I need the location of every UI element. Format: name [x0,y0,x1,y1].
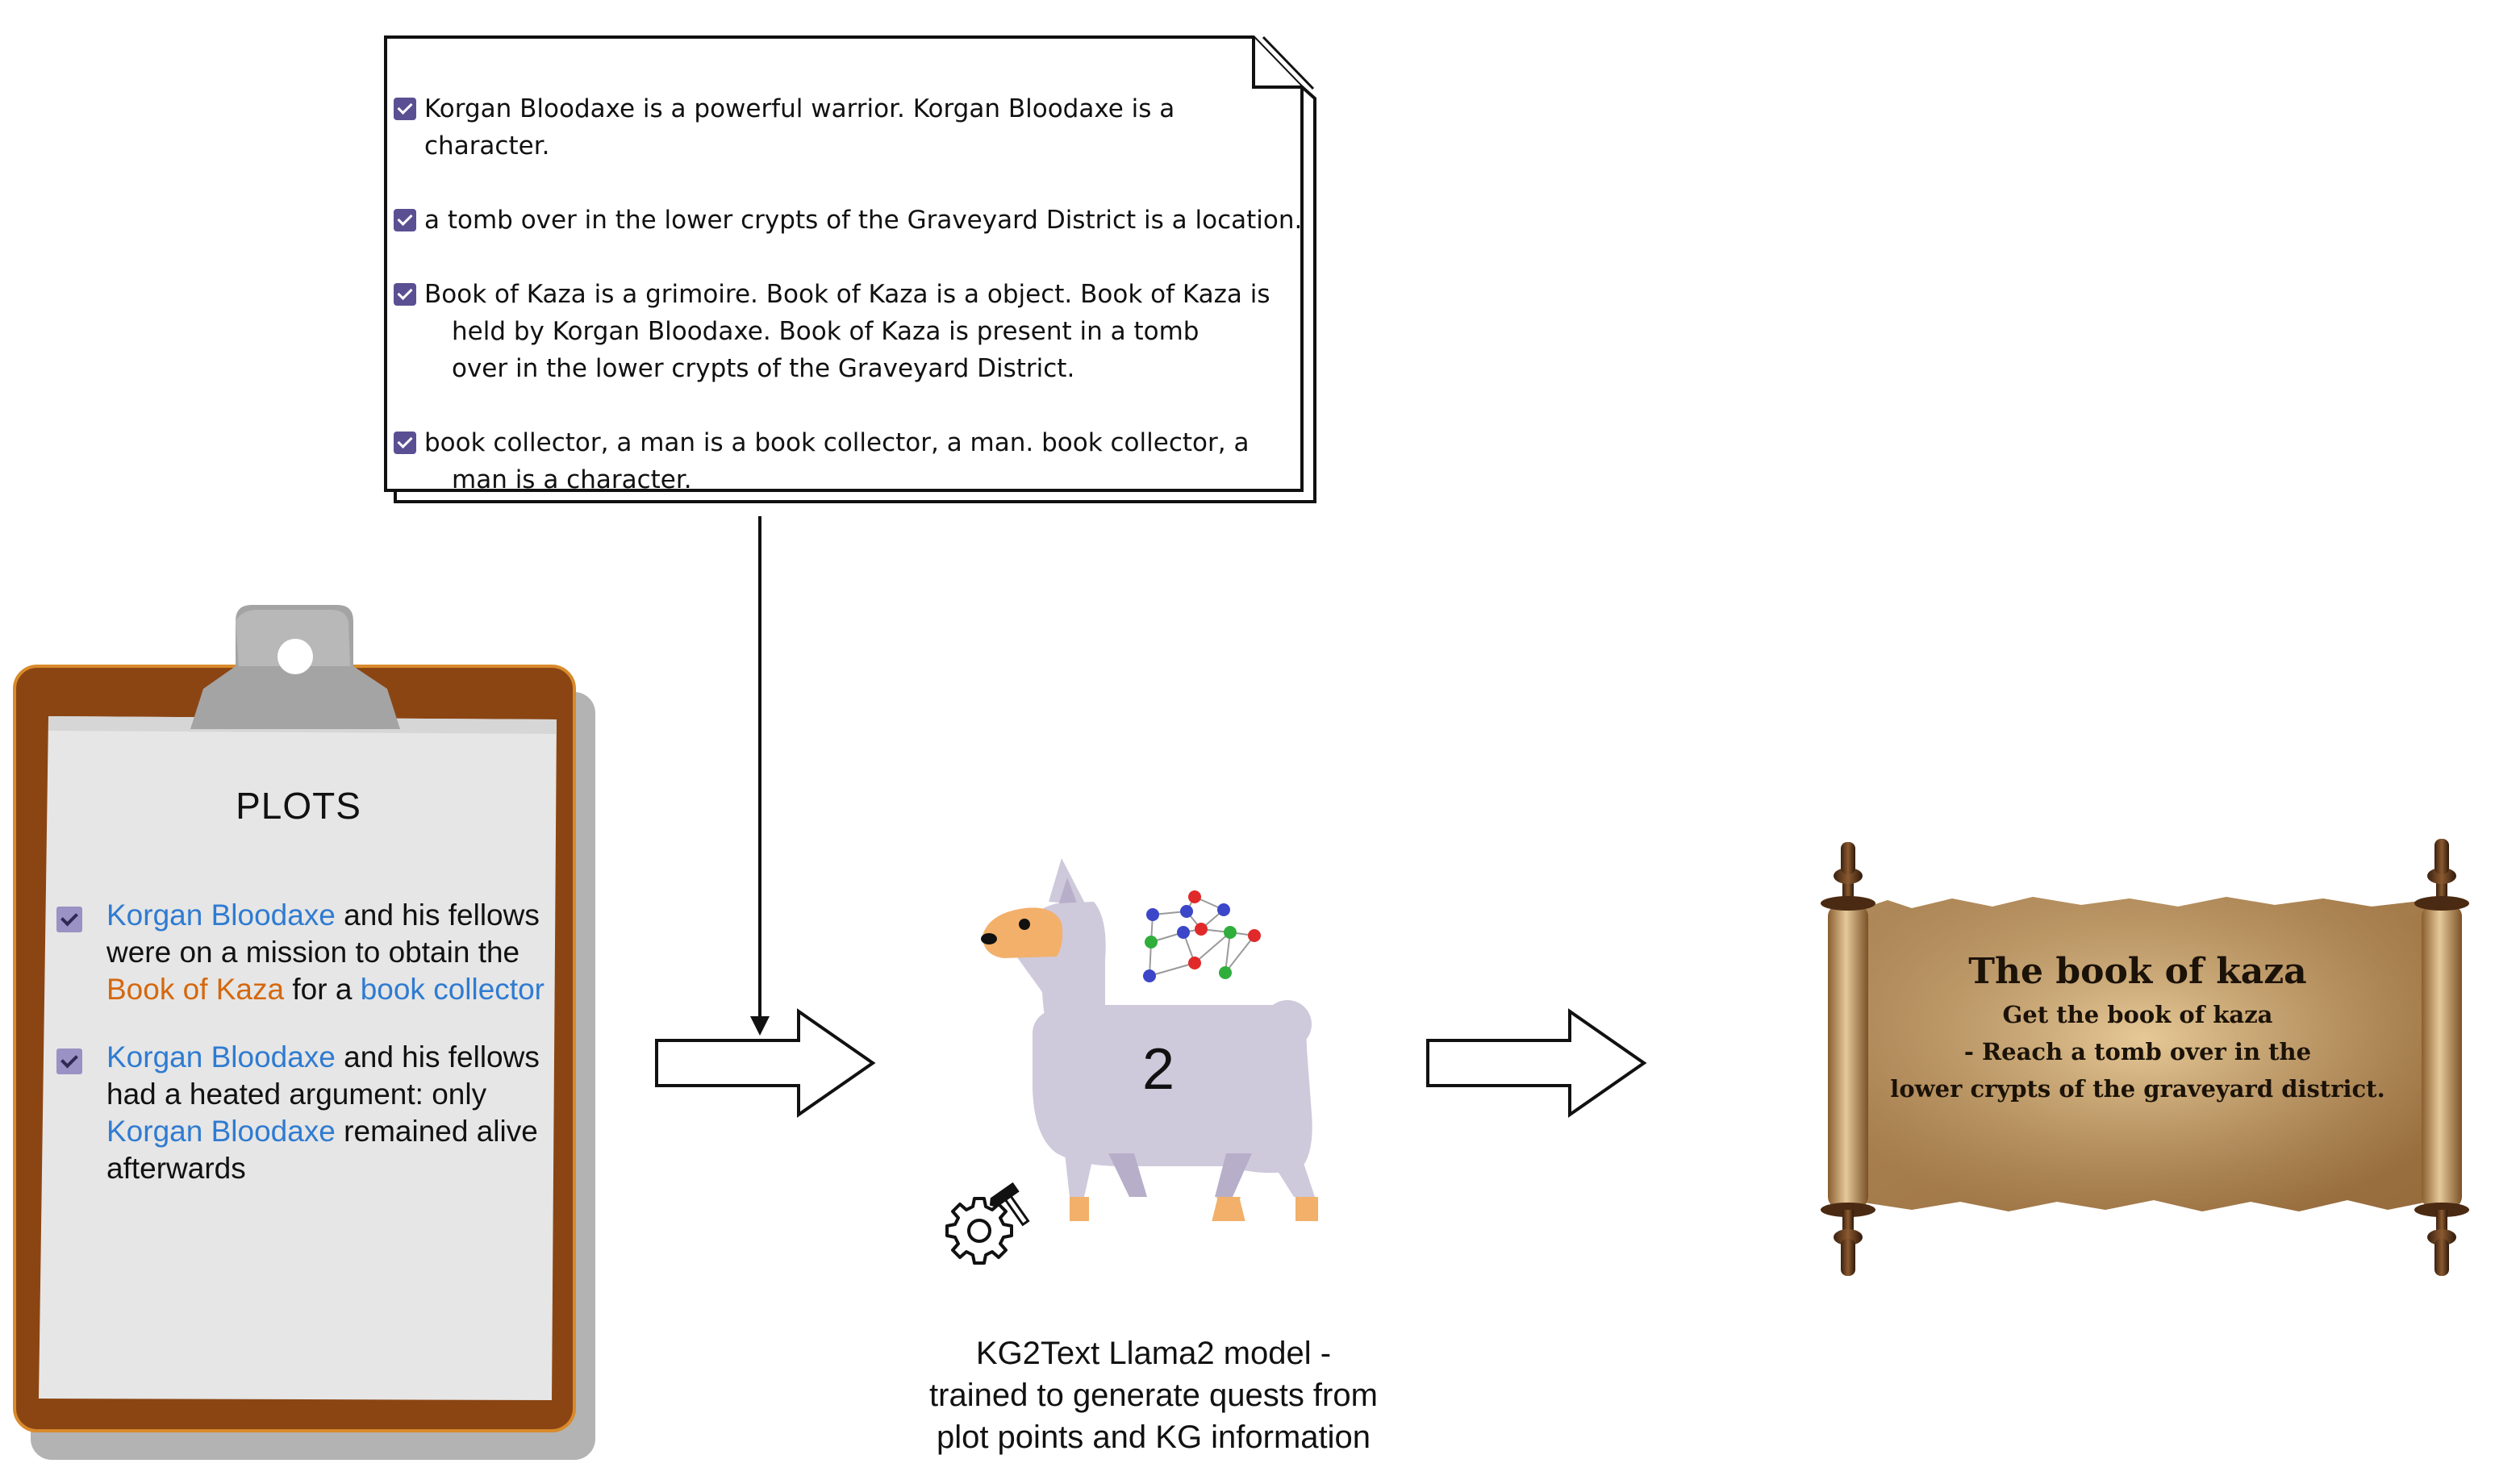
kg-fact-line: a tomb over in the lower crypts of the G… [424,206,1303,235]
model-badge-number: 2 [1142,1037,1174,1102]
quest-text: The book of kaza Get the book of kaza - … [1880,948,2396,1107]
kg-fact: book collector, a man is a book collecto… [394,424,1305,498]
caption-line: plot points and KG information [936,1420,1371,1455]
kg-fact-continuation: man is a character. [452,465,692,494]
check-icon [394,209,416,231]
plot-list: Korgan Bloodaxe and his fellows were on … [56,897,557,1218]
plot-entity-character: Korgan Bloodaxe [106,1040,336,1074]
plot-text: and his fellows had a heated argument: o… [106,1040,540,1111]
kg-facts-list: Korgan Bloodaxe is a powerful warrior. K… [394,90,1305,498]
check-icon [394,431,416,454]
gear-hammer-icon [945,1182,1030,1265]
plot-text: for a [284,973,361,1006]
arrow-icon [655,1008,876,1118]
kg-fact-line: Book of Kaza is a grimoire. Book of Kaza… [424,280,1270,309]
plot-item: Korgan Bloodaxe and his fellows were on … [56,897,557,1008]
plot-entity-object: Book of Kaza [106,973,285,1006]
quest-line: lower crypts of the graveyard district. [1890,1075,2385,1103]
check-icon [56,1049,82,1074]
scroll-icon [1821,839,2469,1276]
quest-title: The book of kaza [1968,951,2307,992]
kg-fact-line: book collector, a man is a book collecto… [424,428,1250,457]
caption-line: KG2Text Llama2 model - [975,1336,1332,1371]
clipboard-icon [13,605,595,1460]
kg-fact-line: Korgan Bloodaxe is a powerful warrior. K… [424,94,1175,161]
plot-entity-character: book collector [360,973,544,1006]
kg-fact: Korgan Bloodaxe is a powerful warrior. K… [394,90,1305,165]
kg-fact-continuation: held by Korgan Bloodaxe. Book of Kaza is… [452,317,1200,383]
model-caption: KG2Text Llama2 model - trained to genera… [839,1332,1468,1458]
knowledge-graph-icon [1143,890,1261,982]
plot-entity-character: Korgan Bloodaxe [106,898,336,932]
plots-title: PLOTS [236,785,361,827]
plot-item: Korgan Bloodaxe and his fellows had a he… [56,1039,557,1187]
check-icon [394,283,416,306]
quest-line: Get the book of kaza [2002,1001,2273,1028]
kg-fact: Book of Kaza is a grimoire. Book of Kaza… [394,276,1305,387]
check-icon [56,907,82,932]
quest-line: - Reach a tomb over in the [1963,1038,2312,1065]
kg-fact: a tomb over in the lower crypts of the G… [394,202,1305,239]
check-icon [394,98,416,120]
plot-text: remained alive afterwards [106,1115,538,1185]
plot-entity-character: Korgan Bloodaxe [106,1115,336,1148]
plot-text: and his fellows were on a mission to obt… [106,898,540,969]
llama-icon: 2 [981,858,1318,1221]
arrow-icon [1426,1008,1647,1118]
caption-line: trained to generate quests from [929,1378,1378,1413]
